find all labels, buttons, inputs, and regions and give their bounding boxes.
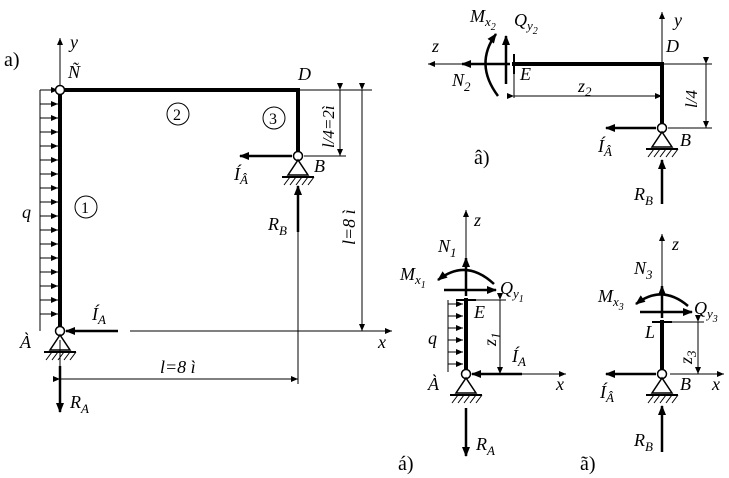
fbd-g-h-label: ÍÂ (599, 381, 614, 405)
node-c-label: Ñ (67, 62, 81, 82)
fbd-b-node-e-label: E (473, 302, 485, 322)
node-c-hinge (54, 84, 66, 96)
node-d-label: D (297, 64, 311, 84)
fbd-g-support-b (646, 368, 679, 404)
fbd-b-r-label: RA (475, 434, 495, 458)
fbd-v-r-label: RB (633, 184, 653, 208)
fbd-g-m3-label: Mx3 (597, 286, 624, 313)
node-a-label: À (19, 331, 32, 352)
fbd-b-distributed-load (447, 300, 463, 372)
fbd-g-node-l-label: L (644, 322, 655, 342)
fbd-v-h-label: ÍÂ (597, 135, 612, 159)
reaction-r-b-label: RB (267, 214, 287, 238)
fbd-b-z-label: z (473, 210, 481, 230)
y-axis-label: y (68, 32, 78, 52)
load-q-label: q (22, 202, 31, 222)
panel-a: a) y x (4, 32, 392, 416)
fbd-b-x-label: x (555, 374, 564, 394)
member-3-marker (262, 106, 286, 130)
member-2-number: 2 (173, 107, 181, 124)
panel-b: á) z x E q N1 Qy1 Mx1 (398, 210, 566, 475)
fbd-b-z1-label: z1 (480, 332, 503, 347)
fbd-v-z2-label: z2 (577, 76, 592, 99)
fbd-v-n2-label: N2 (451, 70, 471, 94)
fbd-b-m1-arrow (437, 268, 495, 285)
fbd-v-node-d-label: D (665, 36, 679, 56)
reaction-h-b-label: ÍÂ (233, 163, 248, 187)
fbd-v-node-e-label: E (519, 64, 531, 84)
fbd-b-h-label: ÍA (511, 345, 526, 369)
fbd-v-m2-arrow (484, 33, 500, 97)
fbd-v-m2-label: Mx2 (469, 6, 496, 33)
fbd-b-node-a-label: À (427, 373, 440, 394)
fbd-b-n1-label: N1 (437, 236, 457, 260)
fbd-g-r-label: RB (633, 430, 653, 454)
x-axis-label: x (377, 332, 386, 352)
fbd-g-x-label: x (711, 374, 720, 394)
member-1-number: 1 (81, 200, 89, 217)
support-b (282, 150, 315, 186)
member-3-number: 3 (269, 111, 277, 128)
fbd-b-q1-label: Qy1 (500, 278, 524, 305)
panel-a-label: a) (4, 49, 20, 71)
member-1-marker (74, 195, 98, 219)
fbd-b-support-a (450, 368, 483, 404)
fbd-v-l4-label: l/4 (682, 90, 701, 108)
panel-v-label: â) (474, 147, 490, 169)
dim-l-vertical-label: l=8 ì (339, 209, 359, 245)
fbd-v-z-label: z (431, 36, 439, 56)
fbd-v-q2-label: Qy2 (514, 10, 538, 37)
fbd-b-load-q-label: q (428, 328, 437, 348)
fbd-v-support-b (646, 122, 679, 158)
fbd-g-n3-label: N3 (633, 258, 653, 282)
distributed-load-q (39, 87, 58, 331)
fbd-v-y-label: y (672, 10, 682, 30)
member-2-marker (166, 102, 190, 126)
panel-g: ã) z x L N3 Qy3 Mx3 z3 (580, 234, 724, 475)
fbd-g-q3-label: Qy3 (694, 298, 718, 325)
fbd-g-z3-label: z3 (676, 350, 699, 365)
node-b-label: B (314, 156, 325, 176)
panel-g-label: ã) (580, 453, 596, 475)
fbd-b-m1-label: Mx1 (399, 264, 426, 291)
reaction-r-a-label: RA (69, 392, 89, 416)
fbd-g-m3-arrow (635, 293, 689, 307)
dim-l-label: l=8 ì (160, 357, 196, 377)
panel-b-label: á) (398, 453, 414, 475)
fbd-g-z-label: z (671, 234, 679, 254)
fbd-g-node-b-label: B (680, 374, 691, 394)
reaction-h-a-label: ÍA (91, 303, 106, 327)
panel-v: â) y z E D N2 Qy2 Mx2 z2 l/4 (428, 6, 712, 208)
fbd-v-node-b-label: B (680, 130, 691, 150)
dim-l4-label: l/4=2ì (319, 105, 338, 148)
